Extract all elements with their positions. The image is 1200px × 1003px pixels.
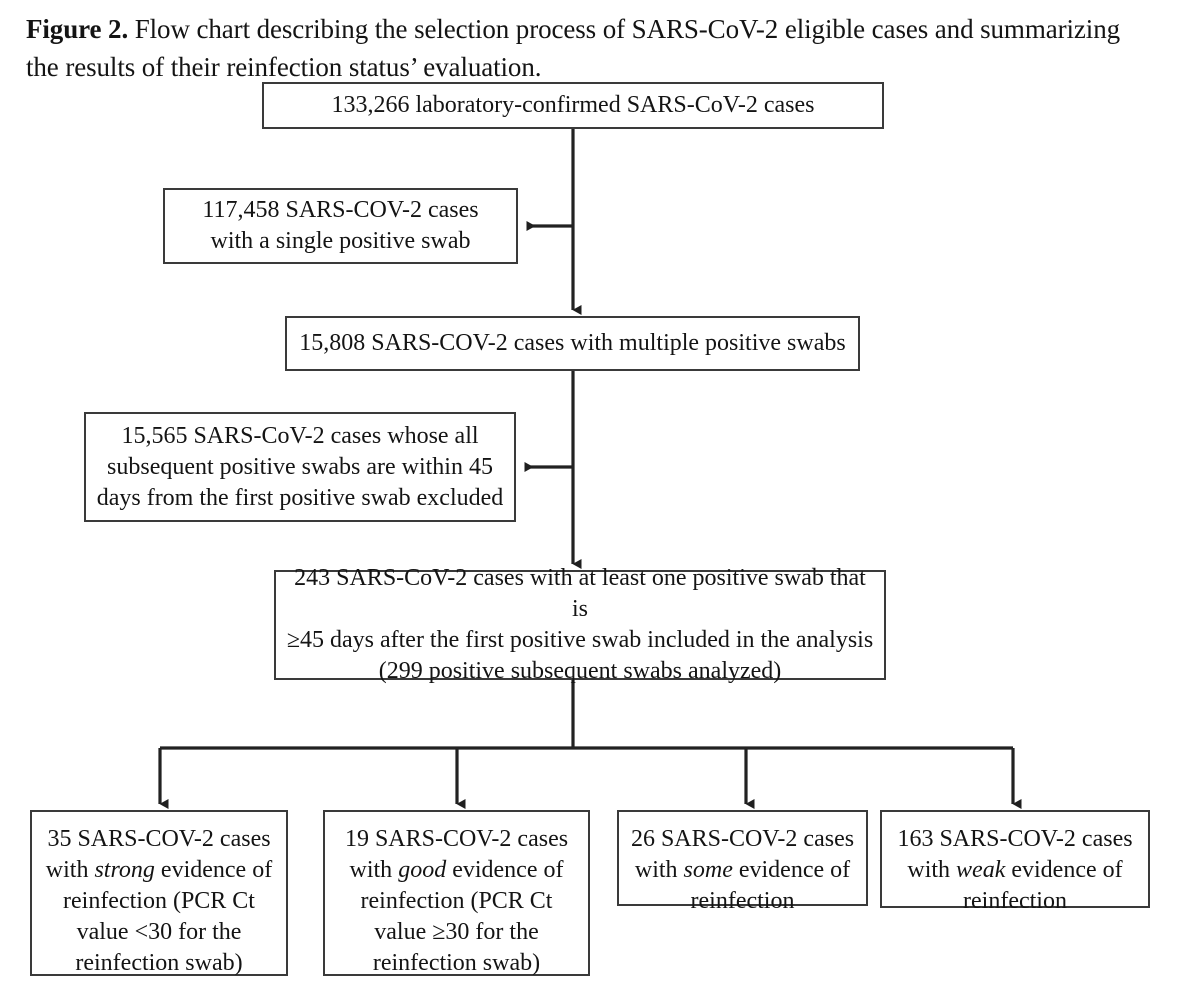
node-excluded-cases: 15,565 SARS-CoV-2 cases whose all subseq…: [84, 412, 516, 522]
node-single-swab-cases: 117,458 SARS-COV-2 cases with a single p…: [163, 188, 518, 264]
node-total-cases-label: 133,266 laboratory-confirmed SARS-CoV-2 …: [331, 92, 815, 118]
figure-label: Figure 2.: [26, 14, 129, 44]
node-single-swab-cases-label: 117,458 SARS-COV-2 cases with a single p…: [202, 197, 479, 254]
node-strong-evidence-label: 35 SARS-COV-2 cases with strong evidence…: [45, 826, 273, 976]
node-weak-evidence: 163 SARS-COV-2 cases with weak evidence …: [880, 810, 1150, 914]
node-weak-evidence-label: 163 SARS-COV-2 cases with weak evidence …: [897, 826, 1133, 914]
node-included-cases-label: 243 SARS-CoV-2 cases with at least one p…: [286, 565, 874, 684]
node-good-evidence-label: 19 SARS-COV-2 cases with good evidence o…: [344, 826, 569, 976]
node-multiple-swabs-cases-label: 15,808 SARS-COV-2 cases with multiple po…: [299, 330, 846, 356]
node-excluded-cases-label: 15,565 SARS-CoV-2 cases whose all subseq…: [96, 422, 504, 511]
node-strong-evidence: 35 SARS-COV-2 cases with strong evidence…: [30, 810, 288, 976]
figure-caption: Figure 2. Flow chart describing the sele…: [26, 10, 1146, 86]
node-some-evidence: 26 SARS-COV-2 cases with some evidence o…: [617, 810, 868, 914]
node-multiple-swabs-cases: 15,808 SARS-COV-2 cases with multiple po…: [285, 316, 860, 371]
figure-caption-text: Flow chart describing the selection proc…: [26, 14, 1121, 82]
node-total-cases: 133,266 laboratory-confirmed SARS-CoV-2 …: [262, 82, 884, 129]
node-good-evidence: 19 SARS-COV-2 cases with good evidence o…: [323, 810, 590, 976]
node-included-cases: 243 SARS-CoV-2 cases with at least one p…: [274, 565, 886, 684]
node-some-evidence-label: 26 SARS-COV-2 cases with some evidence o…: [630, 826, 855, 914]
